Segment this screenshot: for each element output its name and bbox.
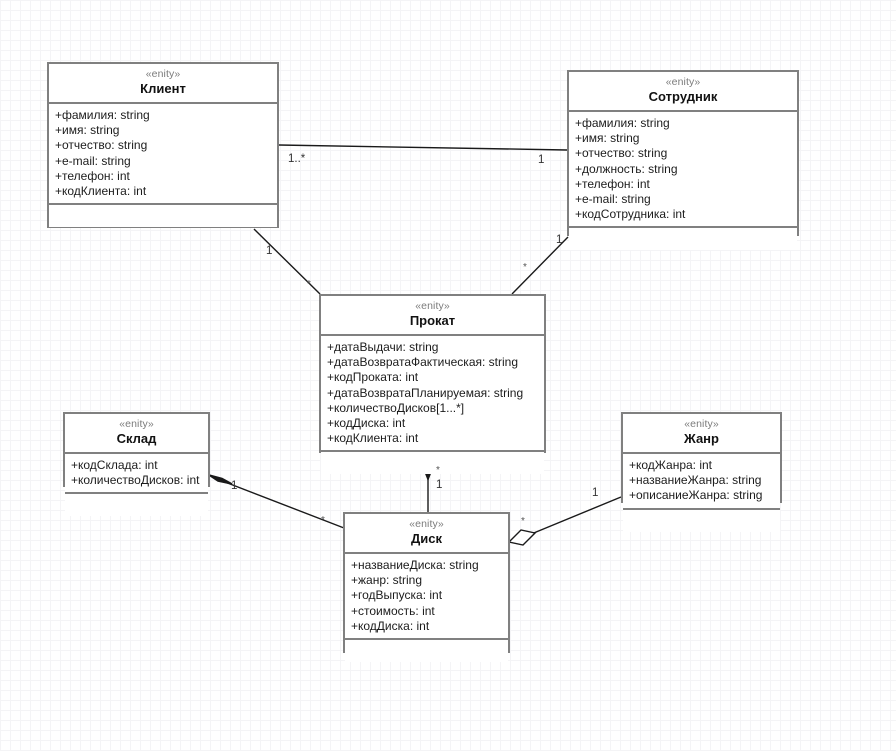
uml-stereotype-disk: «enity»	[409, 518, 444, 530]
edge-disk-zhanr	[523, 496, 622, 538]
uml-operations-zhanr	[623, 509, 780, 532]
aggregation-diamond-disk-zhanr	[507, 529, 537, 546]
uml-class-sklad[interactable]: «enity»Склад+кодСклада: int+количествоДи…	[63, 412, 210, 517]
multiplicity-label: *	[521, 516, 525, 527]
uml-class-zhanr[interactable]: «enity»Жанр+кодЖанра: int+названиеЖанра:…	[621, 412, 782, 532]
uml-attribute: +кодДиска: int	[327, 416, 406, 431]
uml-class-header-zhanr: «enity»Жанр	[623, 414, 780, 454]
uml-operations-prokat	[321, 452, 544, 475]
uml-attribute: +отчество: string	[575, 146, 668, 161]
uml-class-sotrudnik[interactable]: «enity»Сотрудник+фамилия: string+имя: st…	[567, 70, 799, 251]
uml-attribute: +кодДиска: int	[351, 618, 430, 633]
multiplicity-label: 1	[231, 480, 238, 492]
uml-operations-sklad	[65, 494, 208, 517]
multiplicity-label: 1	[436, 479, 443, 491]
edge-klient-sotrudnik	[278, 144, 568, 151]
uml-attribute: +названиеДиска: string	[351, 558, 479, 572]
multiplicity-label: *	[307, 279, 311, 290]
composition-diamond-sklad-disk	[208, 474, 233, 485]
uml-attribute: +датаВыдачи: string	[327, 340, 439, 354]
uml-class-header-sklad: «enity»Склад	[65, 414, 208, 454]
uml-attribute: +кодКлиента: int	[327, 431, 419, 446]
uml-attribute: +количествоДисков: int	[71, 473, 200, 488]
uml-attribute: +кодКлиента: int	[55, 184, 147, 199]
uml-attributes-zhanr: +кодЖанра: int+названиеЖанра: string+опи…	[623, 454, 780, 510]
multiplicity-label: *	[523, 262, 527, 273]
multiplicity-label: *	[321, 515, 325, 526]
uml-operations-klient	[49, 205, 277, 228]
uml-stereotype-sotrudnik: «enity»	[665, 76, 701, 88]
uml-stereotype-klient: «enity»	[145, 68, 181, 80]
multiplicity-label: *	[436, 465, 440, 476]
uml-attribute: +имя: string	[575, 131, 640, 146]
uml-attribute: +должность: string	[575, 161, 678, 176]
uml-class-klient[interactable]: «enity»Клиент+фамилия: string+имя: strin…	[47, 62, 279, 228]
uml-attribute: +датаВозвратаПланируемая: string	[327, 385, 524, 400]
uml-attribute: +жанр: string	[351, 573, 423, 588]
uml-attribute: +названиеЖанра: string	[629, 473, 762, 488]
uml-class-header-disk: «enity»Диск	[345, 514, 508, 554]
uml-operations-disk	[345, 640, 508, 663]
uml-attributes-sotrudnik: +фамилия: string+имя: string+отчество: s…	[569, 112, 797, 229]
uml-attribute: +кодПроката: int	[327, 370, 419, 385]
uml-attribute: +кодСотрудника: int	[575, 207, 686, 222]
uml-class-name-prokat: Прокат	[409, 313, 456, 328]
multiplicity-label: 1	[592, 487, 599, 499]
multiplicity-label: 1	[266, 245, 273, 257]
uml-attributes-prokat: +датаВыдачи: string+датаВозвратаФактичес…	[321, 336, 544, 453]
uml-attributes-sklad: +кодСклада: int+количествоДисков: int	[65, 454, 208, 495]
multiplicity-label: 1..*	[288, 153, 306, 165]
uml-attribute: +годВыпуска: int	[351, 588, 443, 603]
uml-attribute: +отчество: string	[55, 138, 148, 153]
uml-attribute: +e-mail: string	[55, 153, 131, 168]
uml-attribute: +кодСклада: int	[71, 458, 158, 472]
uml-attribute: +датаВозвратаФактическая: string	[327, 355, 518, 370]
uml-class-name-disk: Диск	[411, 531, 442, 546]
uml-class-prokat[interactable]: «enity»Прокат+датаВыдачи: string+датаВоз…	[319, 294, 546, 475]
uml-class-name-zhanr: Жанр	[684, 431, 719, 446]
uml-class-name-klient: Клиент	[140, 81, 186, 96]
multiplicity-label: 1	[556, 234, 563, 246]
uml-attribute: +стоимость: int	[351, 603, 435, 618]
uml-class-header-prokat: «enity»Прокат	[321, 296, 544, 336]
uml-stereotype-sklad: «enity»	[119, 418, 154, 430]
uml-class-header-sotrudnik: «enity»Сотрудник	[569, 72, 797, 112]
multiplicity-label: 1	[538, 154, 545, 166]
uml-attributes-disk: +названиеДиска: string+жанр: string+годВ…	[345, 554, 508, 641]
uml-class-header-klient: «enity»Клиент	[49, 64, 277, 104]
uml-attribute: +кодЖанра: int	[629, 458, 713, 472]
uml-stereotype-zhanr: «enity»	[684, 418, 719, 430]
uml-attribute: +описаниеЖанра: string	[629, 488, 763, 503]
uml-attribute: +количествоДисков[1...*]	[327, 400, 465, 415]
uml-class-name-sotrudnik: Сотрудник	[648, 89, 718, 104]
uml-attribute: +фамилия: string	[575, 116, 670, 130]
uml-stereotype-prokat: «enity»	[415, 300, 450, 312]
uml-operations-sotrudnik	[569, 228, 797, 251]
uml-attribute: +телефон: int	[55, 168, 130, 183]
uml-attributes-klient: +фамилия: string+имя: string+отчество: s…	[49, 104, 277, 206]
uml-class-name-sklad: Склад	[116, 431, 157, 446]
uml-attribute: +фамилия: string	[55, 108, 150, 122]
uml-attribute: +телефон: int	[575, 176, 650, 191]
uml-class-disk[interactable]: «enity»Диск+названиеДиска: string+жанр: …	[343, 512, 510, 663]
uml-attribute: +e-mail: string	[575, 192, 651, 207]
uml-attribute: +имя: string	[55, 123, 120, 138]
